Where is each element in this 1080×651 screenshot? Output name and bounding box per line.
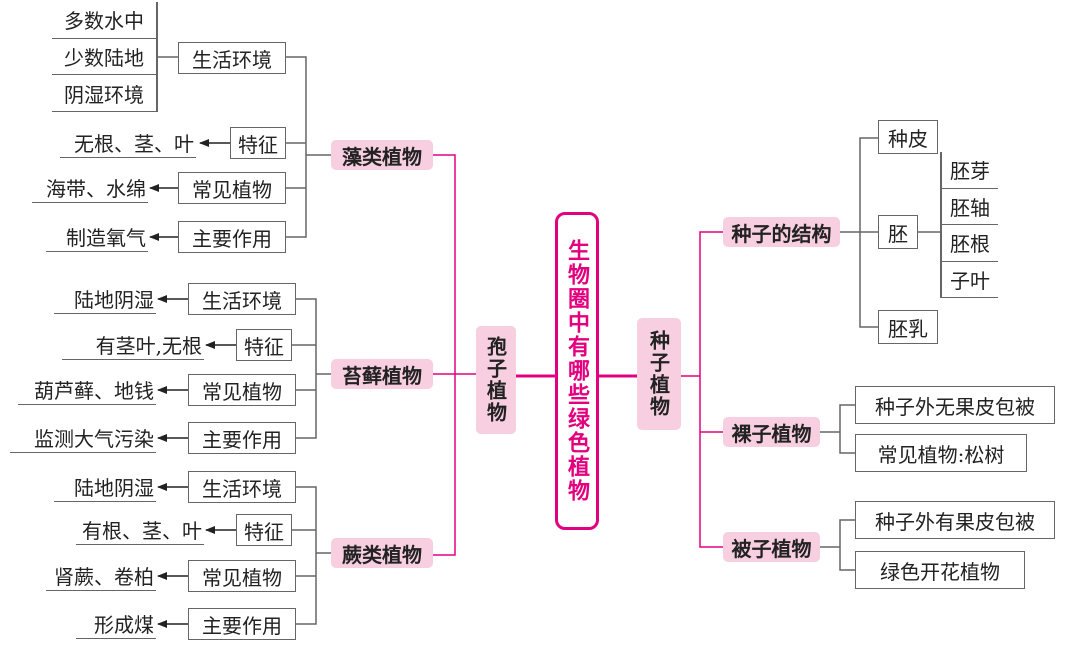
seed-plants-node: 种子植物 bbox=[637, 318, 681, 430]
algae-env-box: 生活环境 bbox=[178, 42, 286, 74]
moss-feature-box: 特征 bbox=[236, 329, 292, 361]
embryo-part-radicle: 胚根 bbox=[942, 225, 998, 262]
moss-common-box: 常见植物 bbox=[188, 374, 296, 406]
angiosperm-node: 被子植物 bbox=[723, 532, 820, 562]
moss-role-value: 监测大气污染 bbox=[10, 423, 156, 453]
moss-node: 苔藓植物 bbox=[331, 359, 433, 389]
fern-role-box: 主要作用 bbox=[188, 608, 296, 640]
algae-role-box: 主要作用 bbox=[178, 221, 286, 253]
algae-role-value: 制造氧气 bbox=[46, 222, 148, 252]
gymnosperm-node: 裸子植物 bbox=[723, 417, 820, 447]
embryo-box: 胚 bbox=[878, 215, 918, 249]
central-topic-label: 生物圈中有哪些绿色植物 bbox=[564, 239, 590, 503]
fern-role-value: 形成煤 bbox=[76, 609, 156, 639]
central-topic: 生物圈中有哪些绿色植物 bbox=[555, 212, 599, 530]
algae-common-value: 海带、水绵 bbox=[32, 173, 148, 203]
fern-env-box: 生活环境 bbox=[188, 471, 296, 503]
embryo-part-hypocotyl: 胚轴 bbox=[942, 189, 998, 225]
angiosperm-item-2: 绿色开花植物 bbox=[855, 551, 1025, 589]
gymnosperm-item-2: 常见植物:松树 bbox=[855, 434, 1027, 472]
gymnosperm-item-1: 种子外无果皮包被 bbox=[855, 386, 1055, 424]
fern-node: 蕨类植物 bbox=[331, 538, 433, 568]
fern-common-box: 常见植物 bbox=[188, 560, 296, 592]
algae-env-values: 多数水中 少数陆地 阴湿环境 bbox=[52, 2, 158, 113]
moss-common-value: 葫芦藓、地钱 bbox=[18, 375, 156, 405]
seed-coat-box: 种皮 bbox=[878, 120, 938, 154]
fern-feature-box: 特征 bbox=[236, 514, 292, 546]
algae-env-value-2: 少数陆地 bbox=[52, 39, 156, 76]
algae-feature-value: 无根、茎、叶 bbox=[60, 128, 196, 158]
moss-env-box: 生活环境 bbox=[188, 283, 296, 315]
spore-plants-label: 孢子植物 bbox=[483, 336, 508, 424]
seed-plants-label: 种子植物 bbox=[646, 330, 671, 418]
seed-structure-node: 种子的结构 bbox=[723, 217, 840, 247]
embryo-part-plumule: 胚芽 bbox=[942, 152, 998, 189]
fern-common-value: 肾蕨、卷柏 bbox=[46, 561, 156, 591]
endosperm-box: 胚乳 bbox=[878, 310, 938, 344]
algae-common-box: 常见植物 bbox=[178, 172, 286, 204]
embryo-parts: 胚芽 胚轴 胚根 子叶 bbox=[940, 152, 998, 298]
algae-env-value-3: 阴湿环境 bbox=[52, 75, 156, 113]
angiosperm-item-1: 种子外有果皮包被 bbox=[855, 501, 1055, 539]
moss-role-box: 主要作用 bbox=[188, 422, 296, 454]
algae-node: 藻类植物 bbox=[331, 140, 433, 170]
moss-feature-value: 有茎叶,无根 bbox=[62, 330, 204, 360]
algae-feature-box: 特征 bbox=[230, 127, 286, 159]
moss-env-value: 陆地阴湿 bbox=[54, 284, 156, 314]
embryo-part-cotyledon: 子叶 bbox=[942, 262, 998, 298]
spore-plants-node: 孢子植物 bbox=[476, 326, 516, 434]
algae-env-value-1: 多数水中 bbox=[52, 2, 156, 39]
fern-feature-value: 有根、茎、叶 bbox=[76, 515, 204, 545]
fern-env-value: 陆地阴湿 bbox=[54, 472, 156, 502]
